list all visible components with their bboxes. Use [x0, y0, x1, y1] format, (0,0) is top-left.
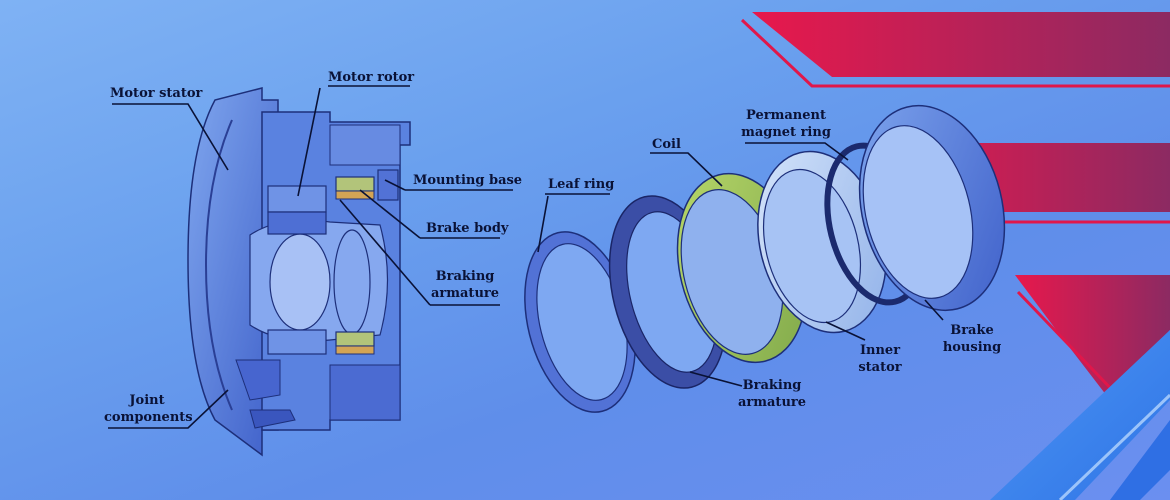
label-permanent-magnet-ring: Permanent magnet ring — [740, 107, 832, 141]
label-brake-housing-line1: Brake — [950, 323, 994, 338]
label-braking-armature-2-line1: Braking — [742, 378, 802, 393]
blue-line — [1058, 393, 1170, 500]
red-stripe-1 — [752, 12, 1170, 77]
label-leaf-ring: Leaf ring — [548, 177, 615, 192]
leader-braking-armature-2 — [689, 371, 743, 387]
label-joint-components: Joint components — [104, 392, 193, 426]
label-brake-body: Brake body — [426, 221, 509, 236]
leader-lines — [108, 85, 944, 429]
label-motor-stator: Motor stator — [110, 86, 203, 101]
motor-rotor-block-top — [267, 185, 327, 213]
label-braking-armature-2: Braking armature — [736, 377, 808, 411]
red-outline-3 — [1016, 290, 1122, 400]
leader-coil — [650, 152, 723, 187]
blue-accent-bands — [990, 330, 1170, 500]
motor-rotor-block-bottom — [267, 329, 327, 355]
label-brake-housing: Brake housing — [940, 322, 1004, 356]
leader-motor-stator — [112, 103, 229, 171]
blue-band-1 — [990, 330, 1170, 500]
label-braking-armature-1-line2: armature — [430, 286, 500, 301]
brake-coil-bottom — [335, 331, 375, 347]
brake-coil-top — [335, 176, 375, 192]
leader-brake-housing — [924, 299, 944, 321]
label-inner-stator-line2: stator — [858, 360, 902, 375]
label-coil: Coil — [652, 137, 681, 152]
red-outline-1 — [740, 18, 1170, 88]
leader-inner-stator — [825, 321, 866, 341]
exploded-parts — [524, 104, 1006, 413]
brake-housing-part — [858, 104, 1006, 312]
label-permanent-magnet-line1: Permanent — [746, 108, 826, 123]
leaf-ring-part — [524, 231, 636, 413]
blue-band-2 — [1110, 420, 1170, 500]
section-assembly — [187, 87, 411, 457]
label-mounting-base: Mounting base — [413, 173, 523, 188]
label-motor-rotor: Motor rotor — [328, 70, 415, 85]
inner-stator-part — [757, 150, 887, 334]
label-braking-armature-1-line1: Braking — [435, 269, 495, 284]
label-brake-housing-line2: housing — [942, 340, 1002, 355]
label-joint-components-line1: Joint — [129, 393, 165, 408]
leader-permanent-magnet — [745, 142, 849, 161]
label-permanent-magnet-line2: magnet ring — [741, 125, 831, 140]
label-inner-stator: Inner stator — [855, 342, 905, 376]
inner-shaft — [269, 233, 331, 331]
label-braking-armature-2-line2: armature — [737, 395, 807, 410]
label-joint-components-line2: components — [104, 410, 193, 425]
label-braking-armature-1: Braking armature — [430, 268, 500, 302]
label-inner-stator-line1: Inner — [859, 343, 901, 358]
leader-joint-components — [108, 389, 229, 429]
